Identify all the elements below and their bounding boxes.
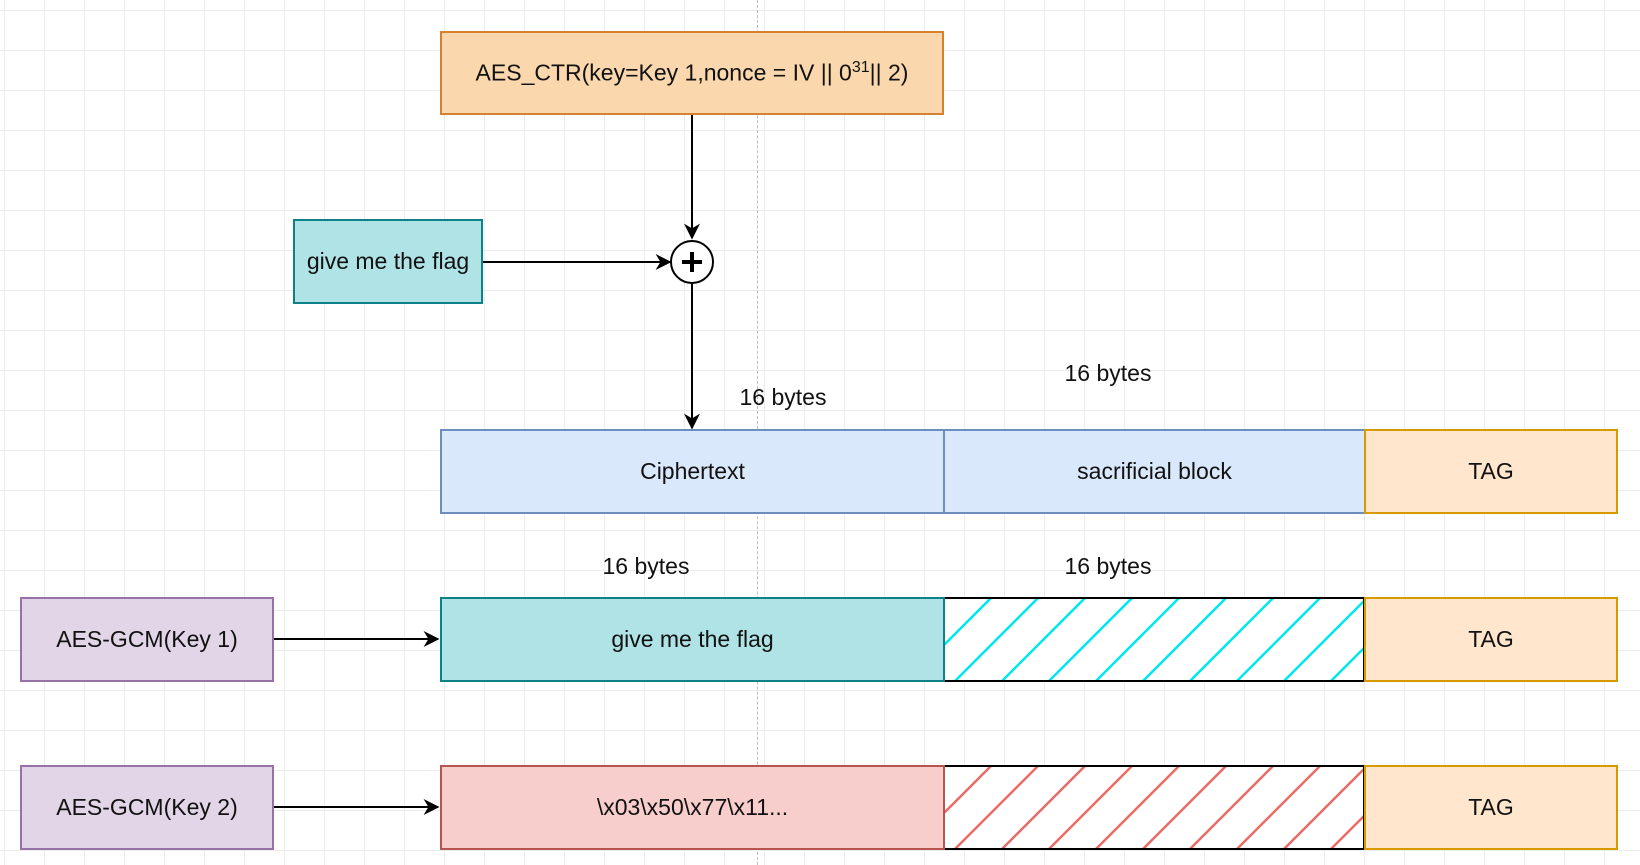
ciphertext-tag-label: TAG [1468,458,1514,484]
key1-plaintext-label: give me the flag [611,626,774,652]
hatch-line-red [1236,766,1321,849]
hatch-line-cyan [1330,646,1364,681]
aes-ctr-label: AES_CTR(key=Key 1,nonce = IV || 031|| 2) [475,59,909,86]
sacrificial-block: sacrificial block [943,429,1366,514]
hatch-line-red [1048,766,1133,849]
key1-size-label-1: 16 bytes [602,553,690,579]
hatch-line-red [1283,767,1364,849]
key2-tag-block: TAG [1364,765,1618,850]
hatched-block-key2 [943,765,1365,850]
hatch-line-red [1001,766,1086,849]
hatch-line-red [1095,766,1180,849]
key2-tag-label: TAG [1468,794,1514,820]
hatch-line-cyan [944,598,992,647]
hatch-line-cyan [1095,598,1180,681]
sacrificial-label: sacrificial block [1077,458,1232,484]
ciphertext-size-label-2: 16 bytes [1064,360,1152,386]
hatch-line-cyan [954,598,1039,681]
hatch-line-cyan [1236,598,1321,681]
hatch-line-cyan [1001,598,1086,681]
key2-garbage-label: \x03\x50\x77\x11... [596,794,789,820]
key1-size-label-2: 16 bytes [1064,553,1152,579]
ciphertext-size-label-1: 16 bytes [739,384,827,410]
aes-gcm-key1-box: AES-GCM(Key 1) [20,597,274,682]
key1-plaintext-block: give me the flag [440,597,945,682]
aes-gcm-key2-box: AES-GCM(Key 2) [20,765,274,850]
hatch-line-red [944,766,992,815]
hatch-line-cyan [1189,598,1274,681]
aes-ctr-exponent: 31 [851,59,870,77]
aes-gcm-key1-label: AES-GCM(Key 1) [56,626,238,652]
ciphertext-block: Ciphertext [440,429,945,514]
hatch-line-red [1189,766,1274,849]
hatch-line-red [954,766,1039,849]
hatch-line-cyan [1283,599,1364,681]
hatch-line-cyan [1142,598,1227,681]
key2-garbage-block: \x03\x50\x77\x11... [440,765,945,850]
plaintext-label: give me the flag [306,248,470,274]
ciphertext-tag-block: TAG [1364,429,1618,514]
aes-gcm-key2-label: AES-GCM(Key 2) [56,794,238,820]
aes-ctr-box: AES_CTR(key=Key 1,nonce = IV || 031|| 2) [440,31,944,115]
hatch-line-cyan [1048,598,1133,681]
plaintext-box: give me the flag [293,219,483,304]
key1-tag-block: TAG [1364,597,1618,682]
ciphertext-label: Ciphertext [640,458,745,484]
key1-tag-label: TAG [1468,626,1514,652]
hatch-line-red [1142,766,1227,849]
hatch-line-red [1330,814,1364,849]
